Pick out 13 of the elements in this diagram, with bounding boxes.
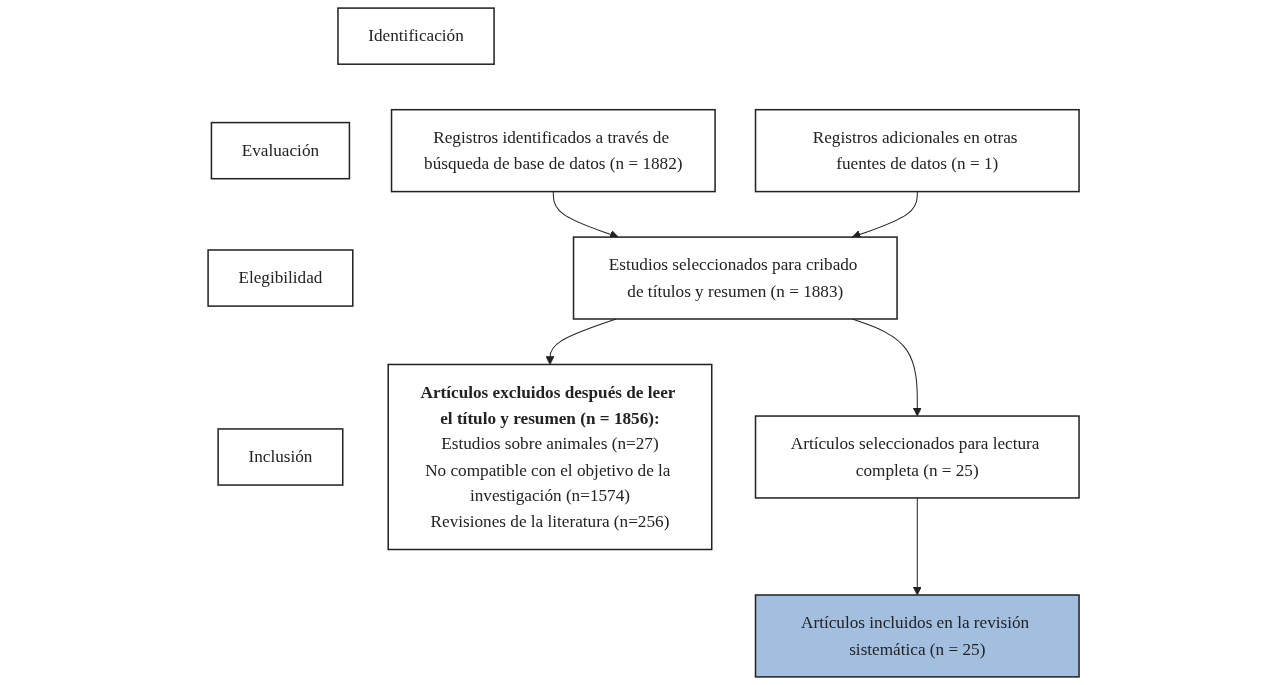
arrow: [852, 191, 919, 239]
node-box: Identificación: [337, 7, 496, 65]
node-box: Registros identificados a través de búsqueda de base de datos (n = 1882): [391, 108, 717, 193]
node-box: Artículos seleccionados para lectura completa (n = 25): [755, 415, 1081, 499]
arrow: [913, 497, 923, 596]
arrow: [852, 318, 923, 417]
node-box: Registros adicionales en otras fuentes de datos (n = 1): [755, 108, 1081, 193]
node-box: Evaluación: [211, 121, 351, 180]
node-box: Elegibilidad: [207, 249, 354, 307]
node-box: Artículos excluidos después de leer el título y resumen (n = 1856): Estudios sobre animales (n=27) No compatible con el objetivo de la investigación (n=1574) Revisiones de la literatura (n=256): [387, 363, 713, 551]
node-box: Inclusión: [217, 428, 344, 486]
node-box: Artículos incluidos en la revisión sistemática (n = 25): [755, 594, 1081, 678]
node-box: Estudios seleccionados para cribado de títulos y resumen (n = 1883): [573, 236, 899, 320]
